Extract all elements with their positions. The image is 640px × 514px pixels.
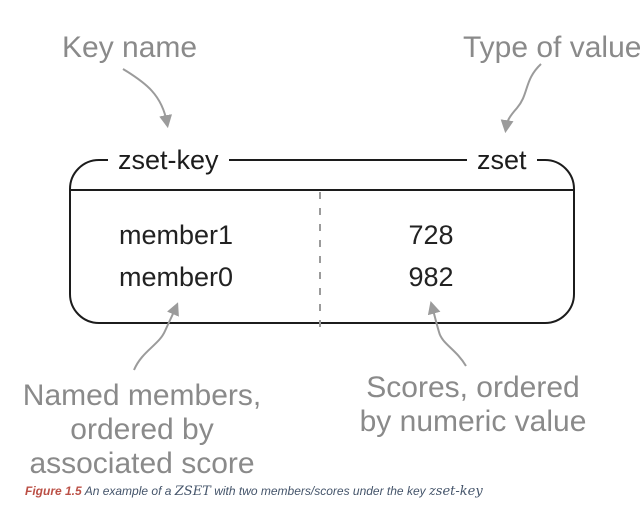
member-cell-0: member0 (119, 262, 234, 292)
caption-code-zset-key: zset-key (428, 484, 483, 499)
caption-code-zset: ZSET (174, 484, 211, 499)
zset-type-name: zset (467, 147, 537, 174)
score-cell-1: 728 (408, 220, 454, 250)
key-name-label: Key name (62, 31, 198, 64)
caption-text-prefix: An example of a (84, 484, 175, 498)
zset-box (69, 159, 575, 324)
member-cell-1: member1 (119, 220, 234, 250)
zset-key-name: zset-key (108, 147, 229, 174)
key-name-arrow (122, 68, 173, 129)
named-members-label: Named members, ordered by associated sco… (22, 379, 262, 480)
caption-text-middle: with two members/scores under the key (210, 484, 429, 498)
type-of-value-label: Type of value (463, 31, 640, 64)
score-cell-0: 982 (408, 262, 454, 292)
figure-number: Figure 1.5 (25, 484, 82, 498)
type-of-value-arrow (500, 63, 542, 134)
scores-label: Scores, ordered by numeric value (359, 371, 587, 438)
header-separator-line (71, 189, 573, 191)
